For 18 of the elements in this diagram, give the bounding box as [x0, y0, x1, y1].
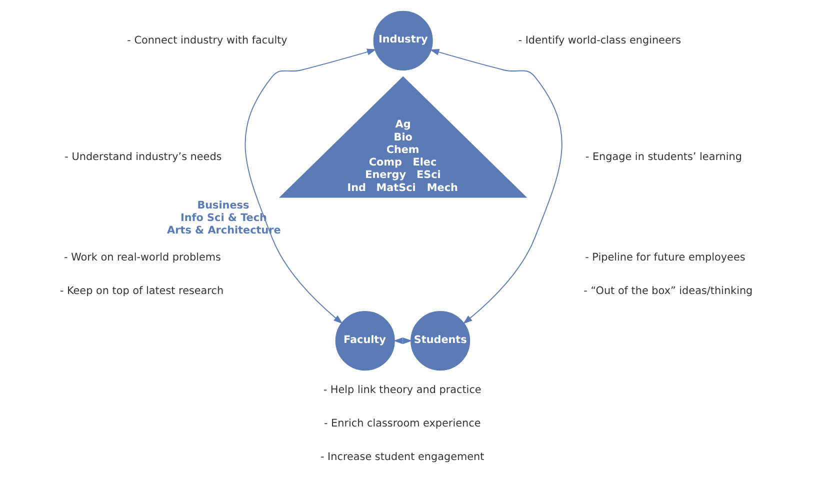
node-circle: Students [410, 311, 470, 371]
label: - Identify world-class engineers [518, 34, 682, 46]
label: - Work on real-world problems [64, 252, 221, 264]
label: - Understand industry’s needs [64, 150, 222, 163]
node-label: Business [197, 199, 250, 212]
label: - Help link theory and practice [323, 384, 482, 396]
label: - Keep on top of latest research [60, 285, 224, 298]
arrow [393, 338, 412, 344]
label: - Connect industry with faculty [127, 34, 288, 46]
label: - Engage in students’ learning [585, 150, 742, 163]
node-circle: Faculty [335, 311, 395, 371]
node-circle: Industry [373, 10, 433, 70]
label: - Increase student engagement [320, 451, 484, 464]
label: - Pipeline for future employees [585, 252, 746, 264]
label: - Enrich classroom experience [324, 418, 481, 430]
label: - “Out of the box” ideas/thinking [584, 285, 753, 298]
arrow [244, 48, 376, 324]
arrow [430, 48, 562, 324]
